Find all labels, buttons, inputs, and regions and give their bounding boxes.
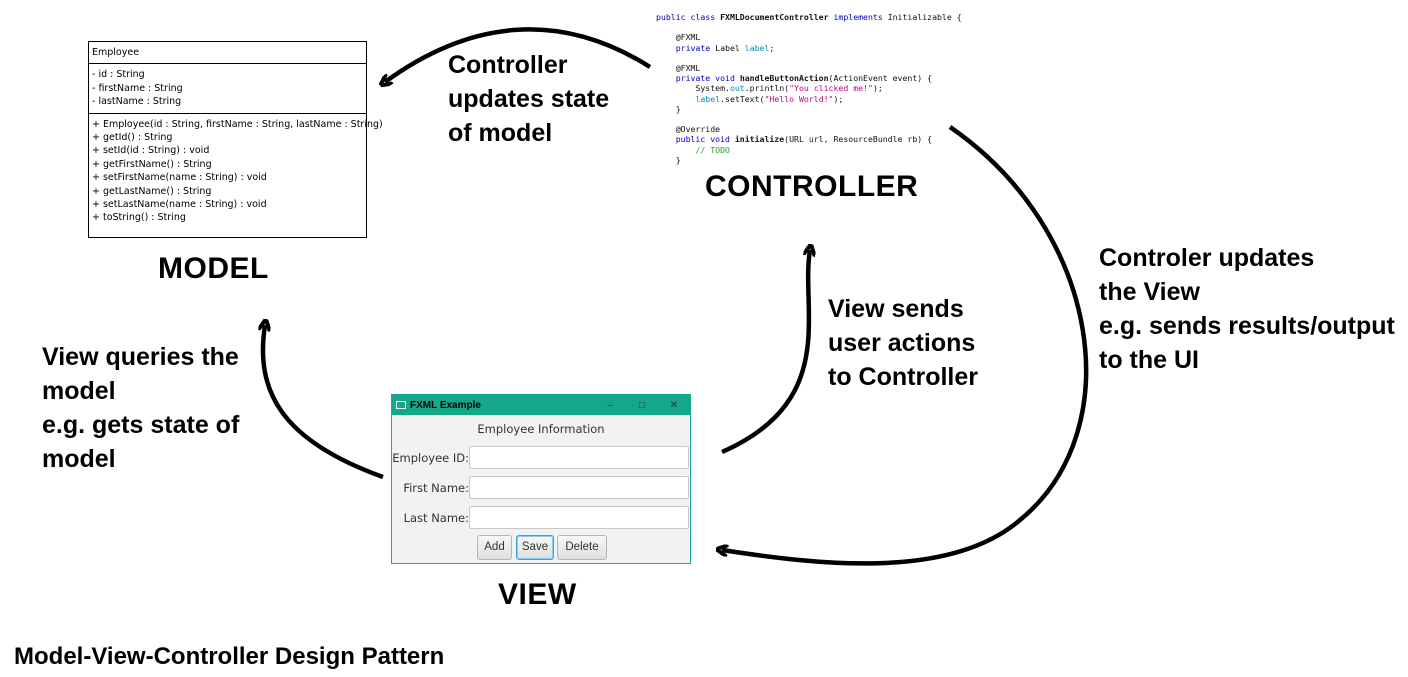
- controller-heading: CONTROLLER: [705, 170, 919, 203]
- code-token: out: [729, 83, 745, 94]
- first-name-input[interactable]: [469, 476, 689, 499]
- controller-code: public class FXMLDocumentController impl…: [656, 12, 986, 165]
- code-token: // TODO: [695, 144, 730, 155]
- view-heading: VIEW: [498, 578, 577, 611]
- uml-class-box: Employee - id : String - firstName : Str…: [88, 41, 383, 238]
- label-line: e.g. gets state of: [42, 411, 240, 439]
- employee-id-label: Employee ID:: [392, 451, 469, 465]
- label-line: Controler updates: [1099, 244, 1315, 272]
- label-line: of model: [448, 119, 553, 147]
- minimize-icon[interactable]: –: [607, 399, 613, 411]
- label-line: View sends: [828, 295, 964, 323]
- code-token: private void: [675, 73, 740, 84]
- code-token: System.: [695, 83, 730, 94]
- window-titlebar[interactable]: FXML Example – □ ✕: [392, 395, 690, 415]
- code-token: );: [833, 93, 844, 104]
- uml-class-name-section: Employee: [89, 42, 366, 65]
- uml-attributes-section: - id : String - firstName : String - las…: [89, 64, 366, 114]
- last-name-input[interactable]: [469, 506, 689, 529]
- form-title: Employee Information: [477, 422, 605, 436]
- close-icon[interactable]: ✕: [669, 399, 679, 411]
- uml-method: + setId(id : String) : void: [92, 145, 210, 157]
- code-token: public void: [675, 134, 735, 145]
- code-token: .println(: [744, 83, 790, 94]
- uml-method: + getId() : String: [92, 132, 173, 144]
- uml-attribute: - firstName : String: [92, 82, 183, 94]
- save-button[interactable]: Save: [516, 535, 554, 560]
- code-token: }: [675, 103, 681, 114]
- code-token: ;: [769, 42, 775, 53]
- label-line: Controller: [448, 51, 568, 79]
- window-body: Employee Information Employee ID: First …: [392, 415, 690, 563]
- label-line: model: [42, 377, 116, 405]
- label-controller-updates-model: Controller updates state of model: [448, 48, 609, 150]
- code-token: @Override: [675, 124, 721, 135]
- code-token: private: [675, 42, 716, 53]
- code-token: Label: [715, 42, 745, 53]
- code-token: initialize: [734, 134, 785, 145]
- code-token: }: [675, 154, 681, 165]
- code-token: label: [744, 42, 770, 53]
- uml-methods-section: + Employee(id : String, firstName : Stri…: [89, 114, 383, 229]
- arrow-controller-to-model: [385, 27, 652, 82]
- label-line: user actions: [828, 329, 976, 357]
- diagram-caption: Model-View-Controller Design Pattern: [14, 643, 445, 670]
- employee-id-input[interactable]: [469, 446, 689, 469]
- uml-attribute: - id : String: [92, 69, 145, 81]
- window-title: FXML Example: [410, 399, 481, 411]
- code-token: @FXML: [675, 32, 701, 43]
- code-token: );: [872, 83, 883, 94]
- arrow-controller-to-view: [722, 125, 1089, 566]
- uml-class-name: Employee: [92, 47, 140, 58]
- form-row-first-name: First Name:: [392, 476, 690, 500]
- arrow-view-to-model: [263, 325, 384, 480]
- code-token: "Hello World!": [764, 93, 834, 104]
- code-token: implements: [828, 12, 888, 22]
- code-token: public class: [656, 12, 721, 22]
- add-button[interactable]: Add: [477, 535, 512, 560]
- label-view-queries-model: View queries the model e.g. gets state o…: [42, 340, 239, 476]
- last-name-label: Last Name:: [403, 511, 469, 525]
- delete-button[interactable]: Delete: [557, 535, 607, 560]
- label-line: model: [42, 445, 116, 473]
- label-line: e.g. sends results/output: [1099, 312, 1395, 340]
- label-line: updates state: [448, 85, 610, 113]
- code-token: (ActionEvent event) {: [828, 73, 933, 84]
- code-token: .setText(: [720, 93, 765, 104]
- form-row-employee-id: Employee ID:: [392, 446, 690, 470]
- fxml-window: FXML Example – □ ✕ Employee Information …: [391, 394, 691, 564]
- code-token: (URL url, ResourceBundle rb) {: [784, 134, 933, 145]
- label-controller-updates-view: Controler updates the View e.g. sends re…: [1099, 241, 1395, 377]
- uml-method: + setLastName(name : String) : void: [92, 199, 267, 211]
- arrow-view-to-controller: [721, 250, 810, 455]
- label-line: to Controller: [828, 363, 978, 391]
- label-line: to the UI: [1099, 346, 1199, 374]
- uml-method: + setFirstName(name : String) : void: [92, 172, 267, 184]
- code-token: "You clicked me!": [789, 83, 873, 94]
- uml-method: + getLastName() : String: [92, 185, 212, 197]
- uml-method: + Employee(id : String, firstName : Stri…: [92, 118, 383, 130]
- model-heading: MODEL: [158, 252, 269, 285]
- uml-method: + getFirstName() : String: [92, 158, 212, 170]
- form-row-last-name: Last Name:: [392, 506, 690, 530]
- code-token: label: [695, 93, 721, 104]
- code-token: handleButtonAction: [739, 73, 829, 84]
- uml-method: + toString() : String: [92, 212, 186, 224]
- uml-attribute: - lastName : String: [92, 96, 182, 108]
- code-token: Initializable {: [887, 12, 962, 22]
- label-view-sends-actions: View sends user actions to Controller: [828, 292, 978, 394]
- label-line: the View: [1099, 278, 1200, 306]
- first-name-label: First Name:: [403, 481, 469, 495]
- code-token: @FXML: [675, 63, 701, 74]
- label-line: View queries the: [42, 343, 239, 371]
- code-token: FXMLDocumentController: [720, 12, 829, 22]
- maximize-icon[interactable]: □: [638, 399, 646, 411]
- app-icon: [396, 401, 406, 409]
